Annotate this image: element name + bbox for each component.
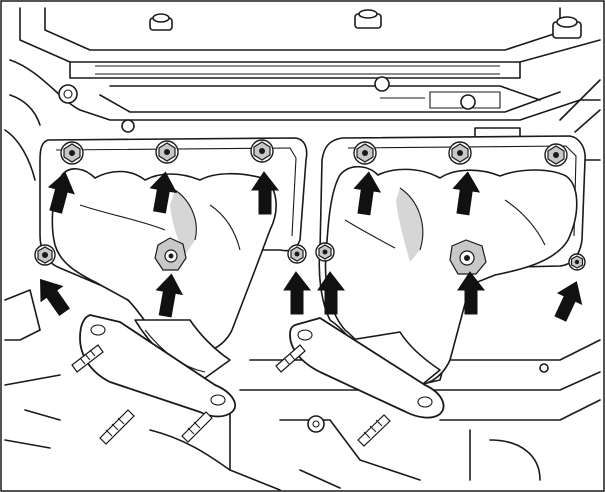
left-flange-stud-right bbox=[181, 411, 213, 443]
left-center-stud-boss bbox=[154, 237, 187, 271]
right-exhaust-manifold bbox=[275, 135, 586, 447]
hex-bolt-icon bbox=[544, 143, 568, 167]
hex-bolt-icon bbox=[448, 141, 472, 165]
arrow-up-icon bbox=[457, 271, 486, 315]
right-flange-stud-left bbox=[275, 344, 306, 373]
hex-bolt-icon bbox=[60, 141, 84, 165]
hex-bolt-icon bbox=[155, 140, 179, 164]
left-flange-stud-left bbox=[71, 344, 135, 445]
callout-arrows bbox=[40, 171, 583, 322]
arrow-up-icon bbox=[554, 281, 583, 322]
arrow-up-icon bbox=[353, 171, 382, 216]
left-exhaust-manifold bbox=[39, 137, 308, 445]
arrow-up-icon bbox=[47, 171, 75, 214]
arrow-up-icon bbox=[155, 273, 184, 318]
right-center-stud-boss bbox=[449, 239, 487, 275]
hex-bolt-icon bbox=[287, 244, 307, 264]
hex-bolt-icon bbox=[34, 244, 56, 266]
manifold-bolts bbox=[34, 139, 586, 271]
arrow-up-icon bbox=[452, 171, 481, 216]
arrow-up-icon bbox=[283, 271, 312, 315]
hex-bolt-icon bbox=[250, 139, 274, 163]
engine-block-background bbox=[4, 7, 601, 491]
arrow-up-icon bbox=[149, 171, 178, 214]
right-flange-stud-right bbox=[357, 414, 391, 447]
hex-bolt-icon bbox=[315, 242, 335, 262]
hex-bolt-icon bbox=[353, 141, 377, 165]
arrow-up-icon bbox=[251, 171, 280, 215]
arrow-up-icon bbox=[40, 278, 70, 316]
arrow-up-icon bbox=[317, 271, 346, 315]
hex-bolt-icon bbox=[568, 253, 586, 271]
